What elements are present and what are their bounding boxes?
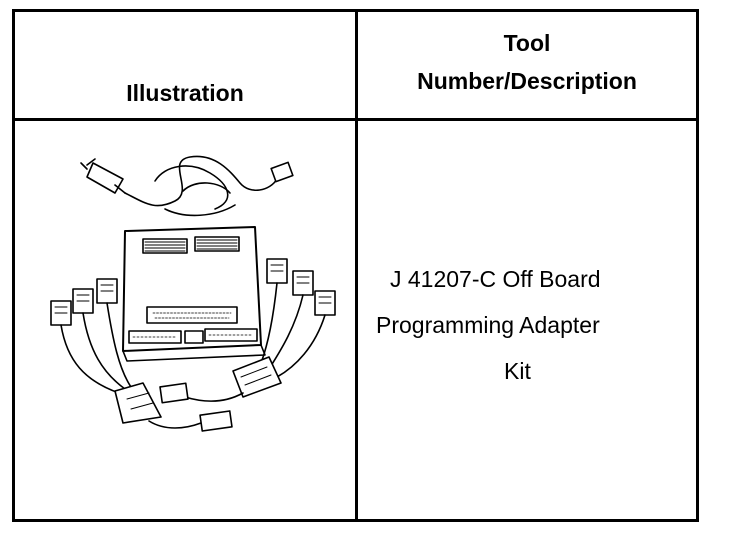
header-illustration: Illustration xyxy=(15,12,355,118)
tool-description: J 41207-C Off Board Programming Adapter … xyxy=(358,256,696,394)
tool-description-line: J 41207-C Off Board xyxy=(390,266,601,292)
power-cable-icon xyxy=(124,155,278,207)
header-number-description-label: Number/Description xyxy=(417,68,637,94)
header-illustration-label: Illustration xyxy=(126,80,244,106)
table-row-description-cell: J 41207-C Off Board Programming Adapter … xyxy=(358,121,696,519)
header-tool-description: Tool Number/Description xyxy=(358,12,696,118)
right-connector-group-icon xyxy=(266,258,336,316)
tool-description-line: Programming Adapter xyxy=(376,312,600,338)
tool-description-line: Kit xyxy=(504,358,531,384)
programming-adapter-kit-illustration-icon xyxy=(50,155,336,432)
left-y-junction-icon xyxy=(114,382,162,424)
tool-table: Illustration Tool Number/Description xyxy=(12,9,699,522)
column-divider xyxy=(355,12,358,519)
right-y-junction-icon xyxy=(232,356,282,398)
table-row-illustration-cell xyxy=(15,121,355,519)
lighter-plug-icon xyxy=(86,162,124,194)
header-tool-label: Tool xyxy=(503,30,551,56)
